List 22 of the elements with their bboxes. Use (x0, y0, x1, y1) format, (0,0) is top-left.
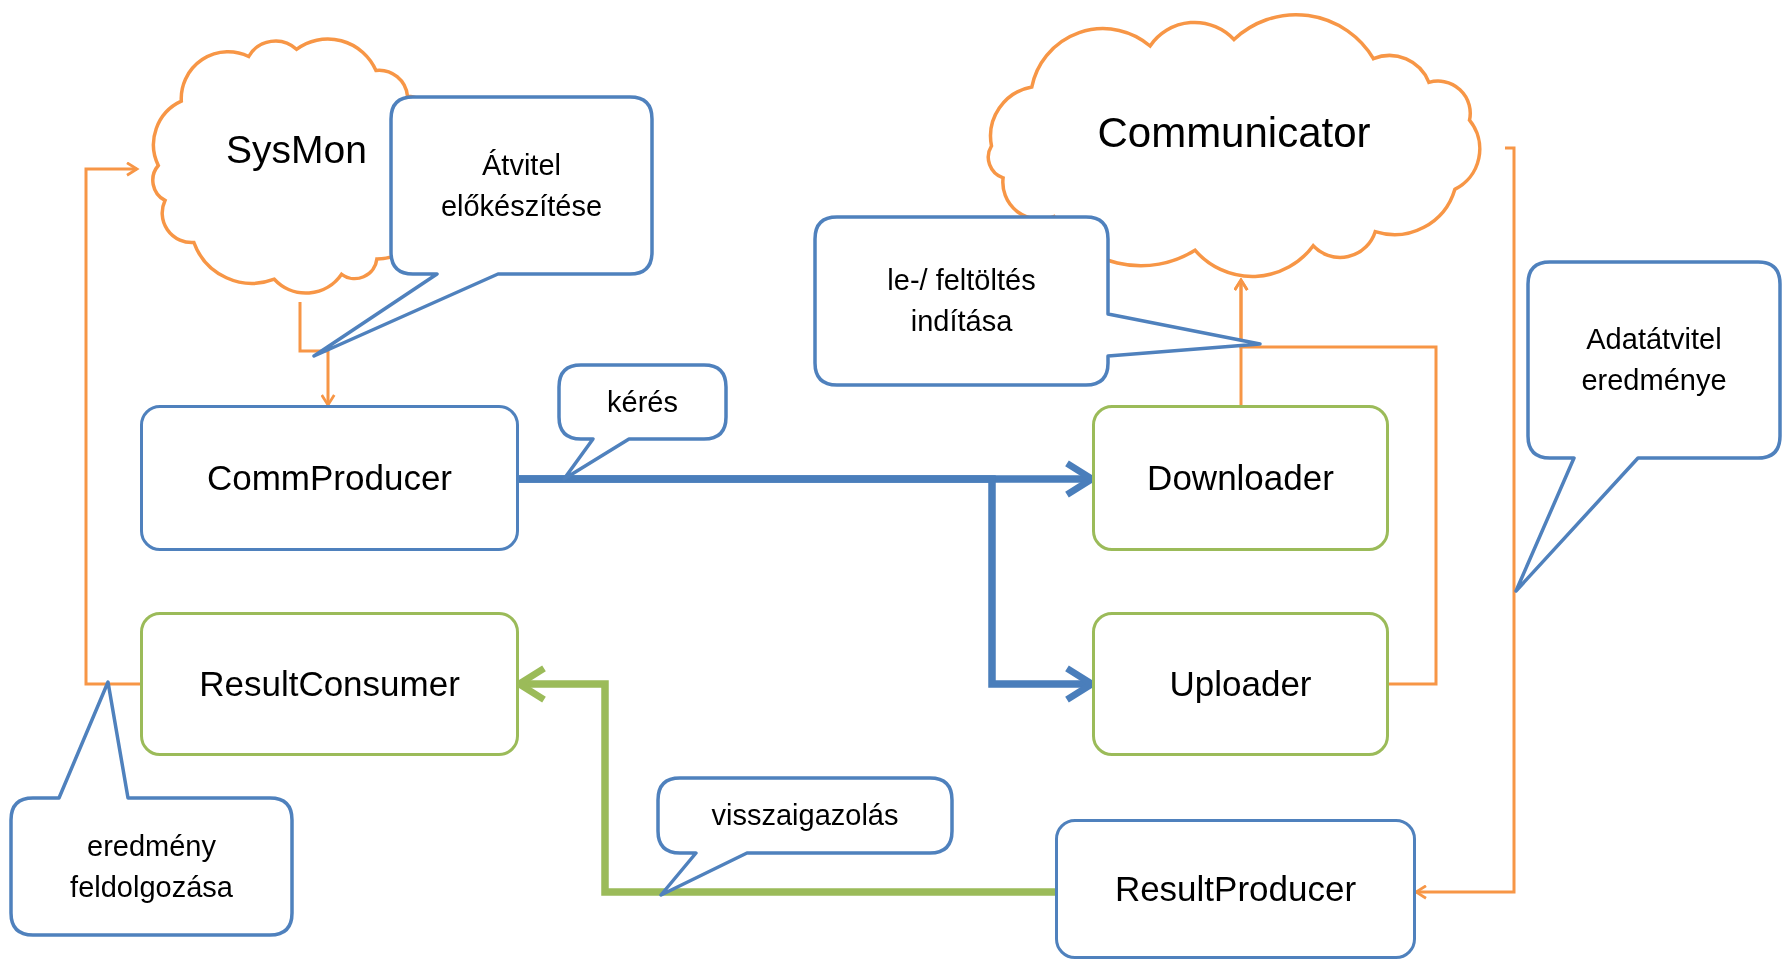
process-box (1055, 819, 1416, 959)
process-box (1092, 405, 1389, 551)
process-box (140, 405, 519, 551)
process-box (140, 612, 519, 756)
callout-text: le-/ feltöltés indítása (886, 263, 1037, 339)
connector-arrow (84, 161, 140, 686)
callout-text: visszaigazolás (711, 798, 899, 834)
callout-text: eredmény feldolgozása (69, 828, 234, 905)
box-label: ResultConsumer (199, 664, 460, 704)
process-box (1092, 612, 1389, 756)
callout-text: kérés (607, 384, 678, 420)
cloud-label: SysMon (225, 126, 368, 173)
connector-arrow (1414, 146, 1516, 900)
box-label: ResultProducer (1114, 869, 1357, 909)
callout-text: Adatátvitel eredménye (1580, 322, 1728, 398)
callout-text: Átvitel előkészítése (439, 147, 604, 224)
box-label: Uploader (1169, 664, 1312, 704)
connector-arrow (298, 302, 336, 407)
connector-arrow (1233, 278, 1438, 686)
box-label: CommProducer (206, 458, 453, 498)
box-label: Downloader (1147, 458, 1334, 498)
cloud-label: Communicator (1096, 107, 1372, 158)
